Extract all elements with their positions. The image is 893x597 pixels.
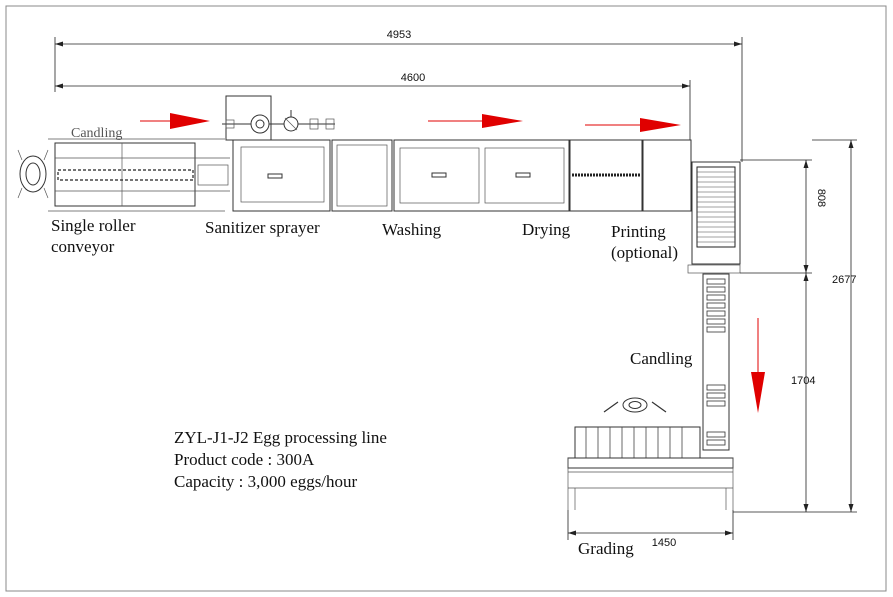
printing-unit	[687, 161, 741, 274]
dimension-4600: 4600	[55, 72, 691, 140]
flow-arrow-1	[140, 113, 210, 129]
connector-section	[331, 139, 393, 212]
flow-arrow-3	[585, 118, 681, 132]
flow-arrow-2	[428, 114, 523, 128]
dimension-2677-label: 2677	[832, 274, 856, 286]
candling-lamp-icon	[17, 149, 49, 199]
grading-unit	[567, 426, 734, 510]
dimension-2677: 2677	[812, 139, 857, 513]
single-roller-conveyor	[54, 142, 196, 207]
dimension-1450: 1450	[567, 510, 734, 549]
single-roller-label-line2: conveyor	[51, 237, 115, 256]
washing-label: Washing	[382, 220, 442, 239]
dimension-808-label: 808	[815, 189, 827, 207]
dimension-4953-label: 4953	[387, 29, 411, 41]
info-capacity: Capacity : 3,000 eggs/hour	[174, 472, 358, 491]
flow-arrow-down	[751, 318, 765, 413]
printing-label-line1: Printing	[611, 222, 666, 241]
single-roller-label-line1: Single roller	[51, 216, 136, 235]
grading-operator-icon	[603, 397, 667, 413]
candling-top-label: Candling	[71, 126, 122, 141]
dimension-4600-label: 4600	[401, 72, 425, 84]
dimension-4953: 4953	[54, 29, 743, 162]
info-title: ZYL-J1-J2 Egg processing line	[174, 428, 387, 447]
dimension-1704: 1704	[733, 273, 815, 513]
dimension-1704-label: 1704	[791, 375, 815, 387]
info-product-code: Product code : 300A	[174, 450, 315, 469]
dimension-1450-label: 1450	[652, 537, 676, 549]
dimension-808: 808	[740, 159, 827, 274]
drying-label: Drying	[522, 220, 571, 239]
drying-unit	[569, 139, 692, 212]
drawing-border	[5, 5, 887, 592]
washing-unit	[393, 139, 570, 212]
grading-label: Grading	[578, 539, 634, 558]
printing-label-line2: (optional)	[611, 243, 678, 262]
candling-side-label: Candling	[630, 349, 693, 368]
main-line-frame	[17, 138, 230, 212]
sanitizer-sprayer-unit	[222, 95, 335, 212]
vertical-candling-conveyor	[702, 273, 730, 451]
flow-arrows	[140, 113, 765, 413]
sanitizer-sprayer-label: Sanitizer sprayer	[205, 218, 320, 237]
